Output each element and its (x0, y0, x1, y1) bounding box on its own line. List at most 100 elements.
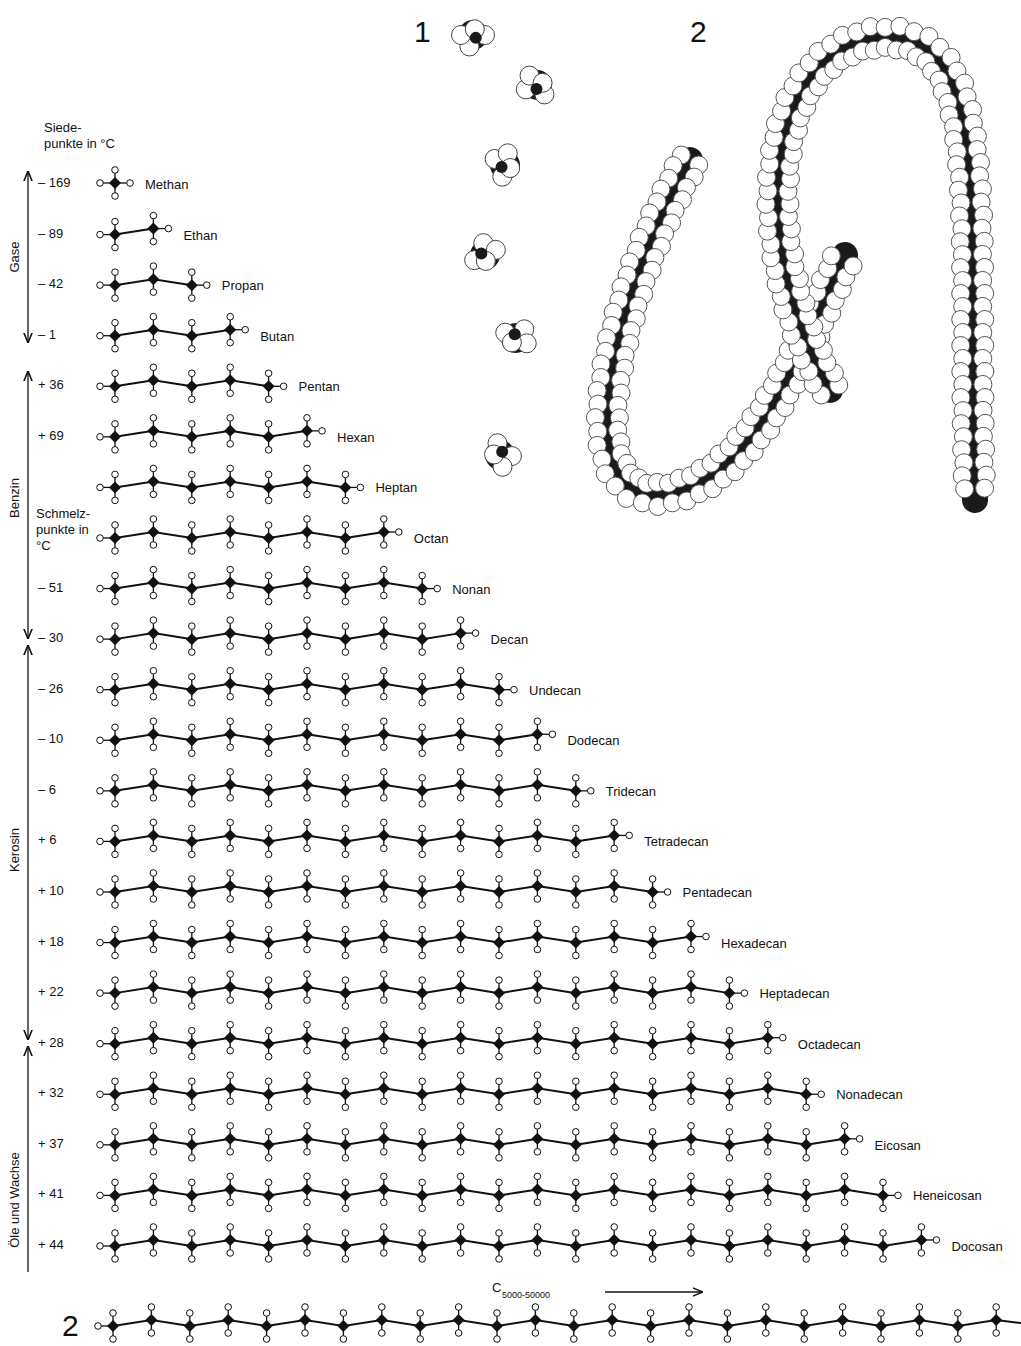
carbon-atom (186, 684, 198, 696)
hydrogen-atom (265, 851, 272, 858)
carbon-atom (186, 937, 198, 949)
carbon-atom (762, 1032, 774, 1044)
hydrogen-atom (688, 1098, 695, 1105)
hydrogen-atom (933, 1237, 940, 1244)
carbon-atom (685, 1234, 697, 1246)
carbon-atom (147, 779, 159, 791)
alkane-name: Tetradecan (644, 834, 708, 850)
hydrogen-atom (112, 952, 119, 959)
hydrogen-atom (457, 1149, 464, 1156)
hydrogen-atom (611, 870, 618, 877)
bond (115, 633, 461, 639)
hydrogen-atom (265, 1205, 272, 1212)
carbon-atom (299, 1314, 311, 1326)
carbon-atom (109, 886, 121, 898)
hydrogen-atom (265, 1179, 272, 1186)
hydrogen-atom (227, 1224, 234, 1231)
alkane-chain (97, 870, 671, 909)
carbon-atom (263, 1139, 275, 1151)
hydrogen-atom (803, 1104, 810, 1111)
hydrogen-atom (494, 1310, 501, 1317)
hydrogen-atom (573, 1053, 580, 1060)
temperature-value: – 89 (38, 226, 63, 242)
alkane-chain (97, 819, 633, 858)
hydrogen-atom (97, 180, 104, 187)
carbon-atom (378, 779, 390, 791)
carbon-atom (416, 684, 428, 696)
carbon-atom (531, 1082, 543, 1094)
hydrogen-atom (381, 693, 388, 700)
hydrogen-atom (956, 480, 974, 498)
carbon-atom (184, 1320, 196, 1332)
hydrogen-atom (112, 421, 119, 428)
axis-heading: Siede- punkte in °C (44, 120, 122, 152)
hydrogen-atom (227, 1173, 234, 1180)
carbon-atom (109, 330, 121, 342)
hydrogen-atom (189, 876, 196, 883)
hydrogen-atom (765, 1250, 772, 1257)
carbon-atom (339, 1088, 351, 1100)
carbon-atom (455, 1032, 467, 1044)
carbon-atom (647, 937, 659, 949)
carbon-atom (263, 481, 275, 493)
carbon-atom (339, 937, 351, 949)
carbon-atom (109, 937, 121, 949)
hydrogen-atom (112, 345, 119, 352)
carbon-atom (416, 1139, 428, 1151)
alkane-chain (97, 1123, 863, 1162)
hydrogen-atom (265, 750, 272, 757)
carbon-atom (493, 987, 505, 999)
hydrogen-atom (688, 971, 695, 978)
hydrogen-atom (342, 649, 349, 656)
carbon-atom (263, 431, 275, 443)
hydrogen-atom (112, 598, 119, 605)
hydrogen-atom (265, 447, 272, 454)
carbon-atom (685, 931, 697, 943)
hydrogen-atom (265, 396, 272, 403)
category-label: Kerosin (7, 825, 23, 875)
hydrogen-atom (419, 851, 426, 858)
figure-number: 1 (414, 16, 431, 48)
hydrogen-atom (457, 1047, 464, 1054)
temperature-value: – 30 (38, 630, 63, 646)
hydrogen-atom (265, 1003, 272, 1010)
hydrogen-atom (496, 1205, 503, 1212)
hydrogen-atom (150, 946, 157, 953)
carbon-atom (493, 937, 505, 949)
hydrogen-atom (611, 1199, 618, 1206)
hydrogen-atom (189, 319, 196, 326)
carbon-atom (339, 532, 351, 544)
carbon-atom (455, 981, 467, 993)
hydrogen-atom (304, 1021, 311, 1028)
hydrogen-atom (112, 977, 119, 984)
hydrogen-atom (419, 977, 426, 984)
hydrogen-atom (381, 795, 388, 802)
hydrogen-atom (419, 623, 426, 630)
hydrogen-atom (150, 667, 157, 674)
carbon-atom (531, 779, 543, 791)
carbon-atom (378, 880, 390, 892)
hydrogen-atom (112, 1256, 119, 1263)
hydrogen-atom (150, 643, 157, 650)
hydrogen-atom (112, 801, 119, 808)
carbon-atom (224, 931, 236, 943)
temperature-value: – 42 (38, 276, 63, 292)
carbon-atom (913, 1314, 925, 1326)
carbon-atom (301, 678, 313, 690)
hydrogen-atom (803, 1179, 810, 1186)
category-label: Benzin (7, 475, 23, 521)
carbon-atom (339, 1139, 351, 1151)
hydrogen-atom (112, 447, 119, 454)
carbon-atom (301, 728, 313, 740)
carbon-atom (186, 431, 198, 443)
hydrogen-atom (688, 1199, 695, 1206)
hydrogen-atom (97, 838, 104, 845)
hydrogen-atom (803, 1155, 810, 1162)
hydrogen-atom (839, 1304, 846, 1311)
hydrogen-atom (611, 971, 618, 978)
carbon-atom (647, 1189, 659, 1201)
hydrogen-atom (457, 1199, 464, 1206)
hydrogen-atom (112, 902, 119, 909)
hydrogen-atom (726, 1230, 733, 1237)
hydrogen-atom (611, 896, 618, 903)
